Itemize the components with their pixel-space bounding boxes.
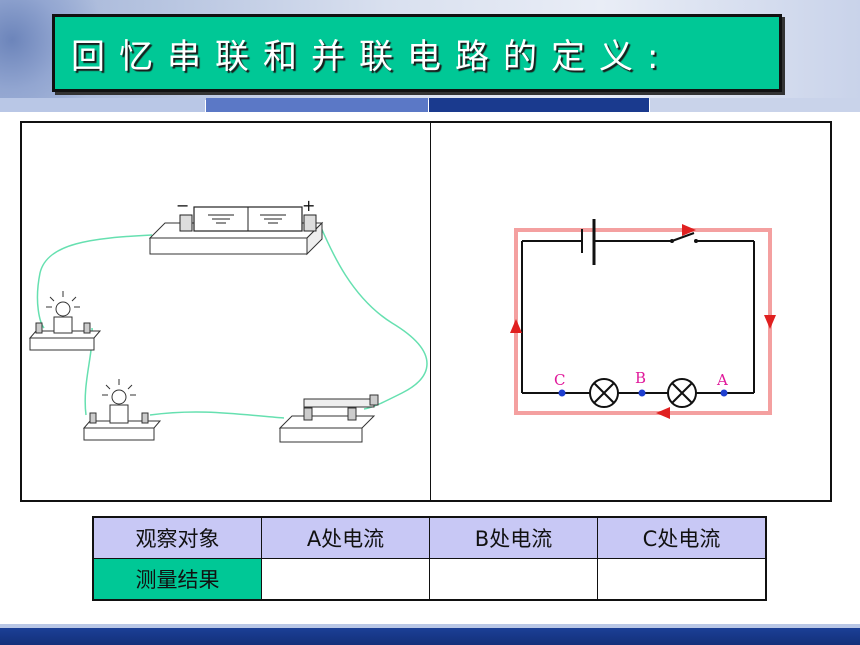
- point-a: [720, 389, 728, 397]
- header-bar-segment: [650, 98, 860, 112]
- battery-plus-sign: +: [302, 196, 315, 215]
- page-title: 回忆串联和并联电路的定义:: [71, 37, 673, 77]
- measurement-table: 观察对象 A处电流 B处电流 C处电流 测量结果: [92, 516, 767, 601]
- table-header-cell: A处电流: [261, 516, 430, 559]
- battery-board: − +: [148, 196, 324, 256]
- wire-battery-to-switch: [319, 224, 428, 410]
- table-cell-c: [597, 558, 767, 601]
- frame-divider: [430, 123, 431, 500]
- table-header-cell: C处电流: [597, 516, 767, 559]
- schematic-diagram: C B A: [510, 219, 776, 419]
- wire-battery-to-bulb1: [36, 234, 153, 329]
- header-bar-segment: [206, 98, 428, 112]
- title-banner: 回忆串联和并联电路的定义:: [52, 14, 782, 92]
- lamp-2: [667, 378, 697, 408]
- arrow-bottom-left-icon: [656, 407, 670, 419]
- point-b: [638, 389, 646, 397]
- physical-wires: [36, 224, 428, 419]
- table-header-cell: B处电流: [429, 516, 598, 559]
- point-label-c: C: [554, 371, 565, 389]
- physical-circuit-illustration: − +: [28, 196, 428, 443]
- header-bar-segment: [0, 98, 205, 112]
- wire-bulb2-to-switch: [149, 411, 285, 419]
- table-row: 测量结果: [92, 558, 767, 601]
- bulb-stand-1: [28, 291, 102, 351]
- table-cell-a: [261, 558, 430, 601]
- arrow-top-right-icon: [682, 224, 696, 236]
- bulb-stand-2: [82, 379, 162, 441]
- battery-symbol: [581, 219, 596, 265]
- switch-contact: [670, 239, 674, 243]
- point-label-a: A: [716, 371, 728, 389]
- table-header-cell: 观察对象: [92, 516, 262, 559]
- point-label-b: B: [635, 369, 646, 387]
- lamp-1: [589, 378, 619, 408]
- switch-contact: [694, 239, 698, 243]
- header-bar-segment: [429, 98, 649, 112]
- point-c: [558, 389, 566, 397]
- diagram-frame: − +: [20, 121, 832, 502]
- switch-board: [278, 394, 379, 443]
- arrow-left-up-icon: [510, 319, 522, 333]
- table-cell-b: [429, 558, 598, 601]
- arrow-right-down-icon: [764, 315, 776, 329]
- table-row-label: 测量结果: [92, 558, 262, 601]
- footer-band: [0, 624, 860, 645]
- table-header-row: 观察对象 A处电流 B处电流 C处电流: [92, 516, 767, 559]
- battery-minus-sign: −: [176, 196, 189, 215]
